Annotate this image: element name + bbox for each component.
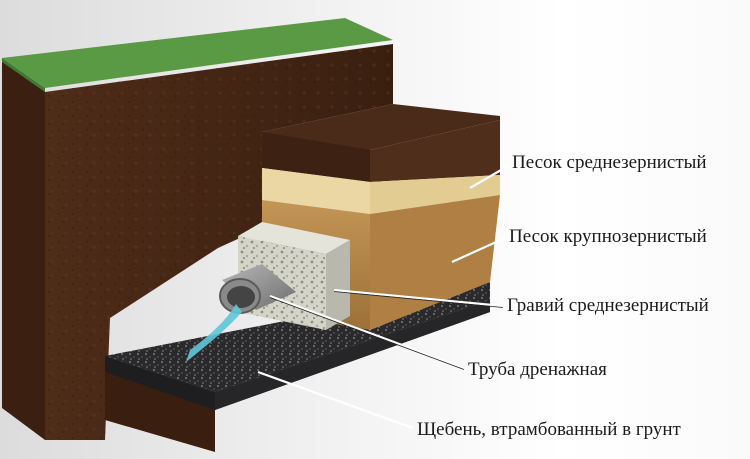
crushed-stone-front [105, 356, 215, 410]
back-soil-front [262, 132, 370, 182]
back-soil-side [370, 120, 500, 182]
soil-front-face [2, 62, 45, 440]
pointer-outlines [269, 291, 504, 370]
back-soil-top [262, 104, 500, 150]
gravel-top [238, 222, 350, 254]
water-flow [186, 304, 242, 362]
sand-medium-side [370, 175, 500, 214]
pointer-pipe [269, 294, 465, 370]
crushed-stone-top [105, 282, 490, 392]
pointer-lines [257, 165, 509, 430]
soil-texture [45, 44, 393, 440]
gravel-side [326, 240, 350, 330]
crushed-stone-edge [215, 300, 490, 410]
label-gravel-medium: Гравий среднезернистый [507, 295, 709, 316]
grass-layer [2, 18, 393, 88]
pointer-outline-pipe [269, 297, 465, 370]
label-sand-medium: Песок среднезернистый [512, 152, 707, 173]
pointer-sand-coarse [451, 236, 506, 264]
pointer-gravel [333, 288, 504, 308]
label-sand-coarse: Песок крупнозернистый [509, 226, 707, 247]
pointer-crushed-stone [257, 370, 414, 430]
pipe-inner [227, 286, 255, 308]
label-drain-pipe: Труба дренажная [468, 359, 607, 380]
sand-medium-front [262, 168, 370, 214]
pointer-sand-medium [469, 165, 509, 189]
label-crushed-stone: Щебень, втрамбованный в грунт [417, 419, 681, 440]
pointer-outline-gravel [333, 291, 504, 308]
